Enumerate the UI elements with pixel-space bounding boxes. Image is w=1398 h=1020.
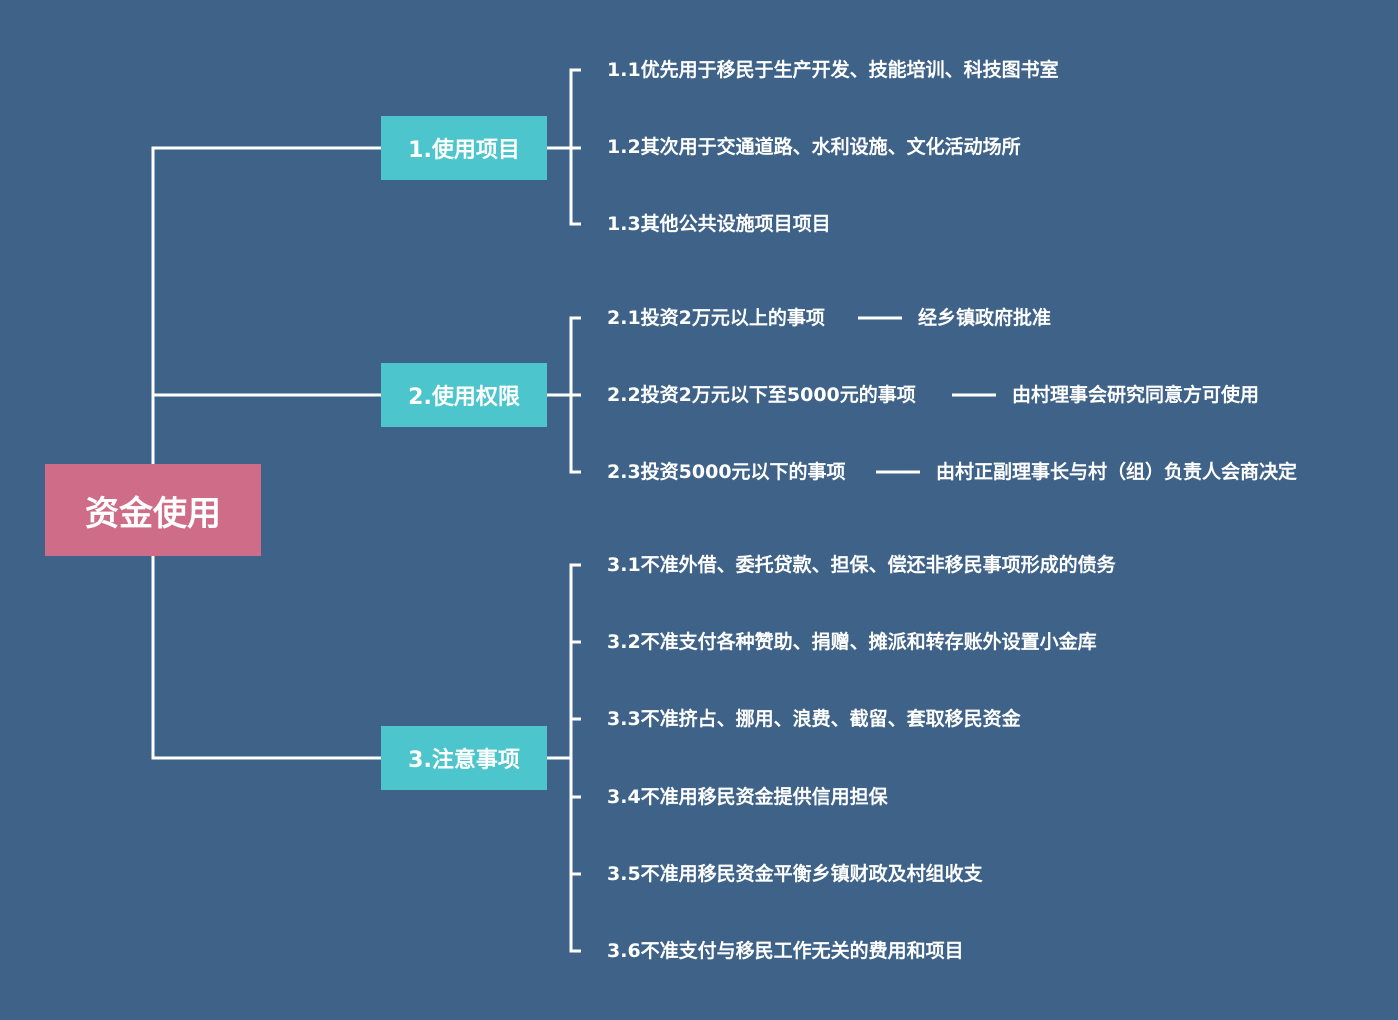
leaf-3-5: 3.5不准用移民资金平衡乡镇财政及村组收支 xyxy=(607,863,983,885)
branch-label: 1.使用项目 xyxy=(408,138,520,163)
leaf-2-3-extra: 由村正副理事长与村（组）负责人会商决定 xyxy=(936,461,1298,483)
branch-1-bracket xyxy=(547,68,581,226)
leaf-2-1: 2.1投资2万元以上的事项 xyxy=(607,307,825,329)
leaf-1-3: 1.3其他公共设施项目项目 xyxy=(607,213,831,235)
leaf-1-1: 1.1优先用于移民于生产开发、技能培训、科技图书室 xyxy=(607,59,1059,81)
leaf-3-2: 3.2不准支付各种赞助、捐赠、摊派和转存账外设置小金库 xyxy=(607,631,1097,653)
branch-3-bracket xyxy=(547,563,581,953)
leaf-2-3: 2.3投资5000元以下的事项 xyxy=(607,461,846,483)
branch-label: 3.注意事项 xyxy=(408,748,520,773)
branch-node-3: 3.注意事项 xyxy=(381,726,547,790)
root-trunk-lower xyxy=(151,556,381,760)
root-node: 资金使用 xyxy=(45,464,261,556)
branch-node-2: 2.使用权限 xyxy=(381,363,547,427)
leaf-3-4: 3.4不准用移民资金提供信用担保 xyxy=(607,786,888,808)
leaf-2-2: 2.2投资2万元以下至5000元的事项 xyxy=(607,384,916,406)
leaf-3-3: 3.3不准挤占、挪用、浪费、截留、套取移民资金 xyxy=(607,708,1021,730)
leaf-2-2-extra: 由村理事会研究同意方可使用 xyxy=(1012,384,1260,406)
branch-node-1: 1.使用项目 xyxy=(381,116,547,180)
leaf-1-2: 1.2其次用于交通道路、水利设施、文化活动场所 xyxy=(607,136,1021,158)
leaf-2-1-extra: 经乡镇政府批准 xyxy=(918,307,1052,329)
branch-2-bracket xyxy=(547,316,581,474)
branch-label: 2.使用权限 xyxy=(408,385,520,410)
leaf-3-1: 3.1不准外借、委托贷款、担保、偿还非移民事项形成的债务 xyxy=(607,554,1116,576)
root-label: 资金使用 xyxy=(85,493,221,534)
root-trunk-upper xyxy=(151,146,381,464)
leaf-3-6: 3.6不准支付与移民工作无关的费用和项目 xyxy=(607,940,964,962)
